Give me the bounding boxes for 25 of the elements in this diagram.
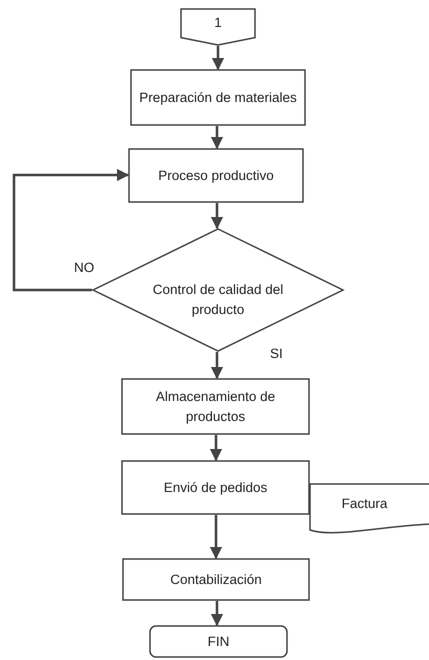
process-box [128,148,304,203]
node-label: Factura [342,495,388,513]
node-label: Almacenamiento de productos [154,388,276,426]
arrow [210,515,222,560]
node-label: Control de calidad del producto [152,281,284,319]
process-box [130,69,306,126]
node-label: Contabilización [170,570,262,588]
node-label: FIN [208,632,230,650]
off-page-connector [180,8,256,46]
process-box [121,460,310,515]
arrow [210,435,222,462]
process-box [122,558,310,601]
node-label: Envió de pedidos [164,478,268,497]
node-label: 1 [214,14,222,32]
arrow [12,168,130,292]
document-shape [310,484,429,536]
arrow [210,601,224,626]
arrow [210,203,224,230]
arrow [210,352,224,380]
node-label: Proceso productivo [158,166,274,185]
process-box [121,378,310,435]
terminal-box [149,625,288,658]
node-label: Preparación de materiales [139,88,297,107]
arrow [210,126,224,150]
arrow [212,46,224,70]
